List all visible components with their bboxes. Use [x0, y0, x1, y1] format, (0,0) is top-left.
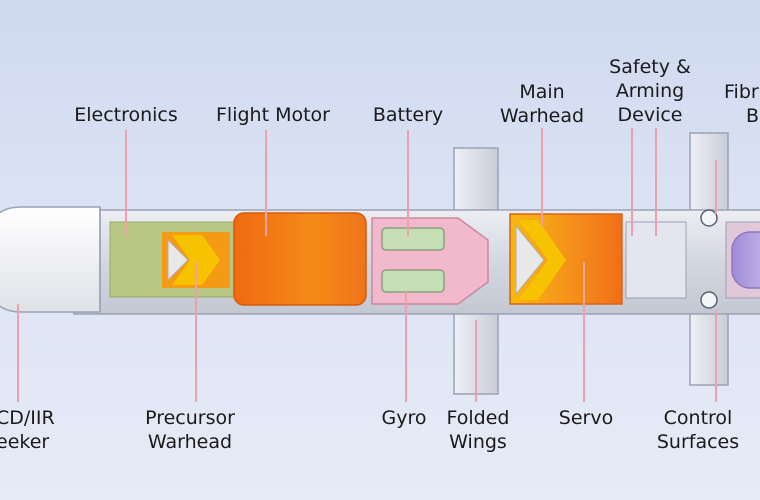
label-main-warhead: Main Warhead: [490, 80, 594, 128]
precursor-warhead-cone: [167, 238, 189, 282]
main-warhead-liner: [518, 220, 566, 300]
label-servo: Servo: [558, 407, 614, 429]
battery-cell: [381, 227, 445, 251]
label-gyro: Gyro: [381, 407, 427, 429]
label-precursor-line2: Warhead: [147, 431, 233, 453]
label-seeker: CD/IIR eeker: [0, 406, 66, 454]
gyro-cell: [381, 269, 445, 293]
seeker-dome: [0, 206, 101, 313]
label-safety-line1: Safety &: [609, 56, 691, 78]
label-safety-line3: Device: [617, 104, 683, 126]
label-flight-motor: Flight Motor: [216, 104, 330, 126]
control-pivot-bottom: [700, 291, 718, 309]
fiber-spool: [731, 231, 760, 289]
control-pivot-top: [700, 209, 718, 227]
label-fiber-line1: Fibr: [724, 81, 759, 103]
label-main-warhead-line2: Warhead: [499, 105, 585, 127]
label-seeker-line2: eeker: [0, 431, 50, 453]
label-control-line2: Surfaces: [656, 431, 740, 453]
flight-motor: [233, 212, 367, 306]
label-control-line1: Control: [663, 407, 733, 429]
precursor-warhead-liner: [172, 235, 220, 285]
label-battery: Battery: [372, 104, 444, 126]
label-precursor-line1: Precursor: [145, 407, 235, 429]
label-precursor-warhead: Precursor Warhead: [134, 406, 246, 454]
main-warhead-cone: [515, 224, 545, 296]
label-safety-arming-device: Safety & Arming Device: [596, 55, 704, 127]
label-safety-line2: Arming: [615, 80, 685, 102]
label-folded-wings: Folded Wings: [438, 406, 518, 454]
label-electronics: Electronics: [74, 104, 178, 126]
label-seeker-line1: CD/IIR: [0, 407, 55, 429]
label-fiber-b: Fibr B: [724, 80, 760, 128]
label-fiber-line2: B: [746, 105, 760, 127]
label-wings-line1: Folded: [446, 407, 510, 429]
label-main-warhead-line1: Main: [519, 81, 565, 103]
label-wings-line2: Wings: [449, 431, 507, 453]
label-control-surfaces: Control Surfaces: [650, 406, 746, 454]
